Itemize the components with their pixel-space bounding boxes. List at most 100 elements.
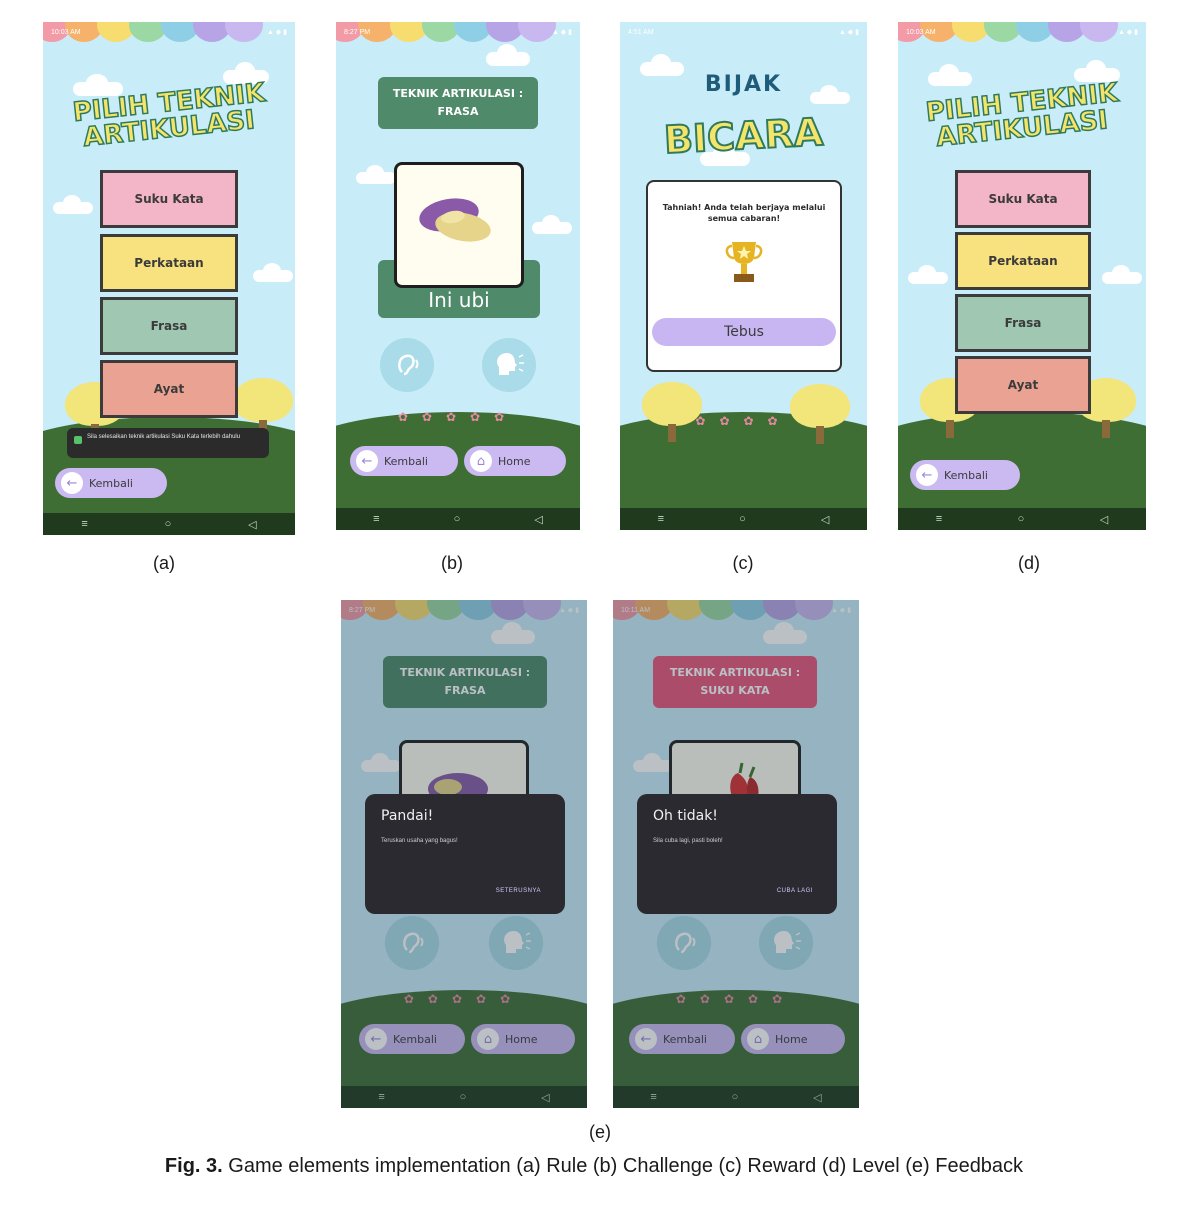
- arrow-left-icon: ←: [61, 472, 83, 494]
- home-nav-icon[interactable]: ○: [1017, 513, 1025, 525]
- system-nav-bar: ≡ ○ ◁: [336, 508, 580, 530]
- status-time: 10:03 AM: [51, 28, 81, 36]
- status-icons: ▲ ◆ ▮: [558, 607, 579, 614]
- recents-icon[interactable]: ≡: [378, 1091, 385, 1103]
- cloud: [253, 263, 293, 282]
- back-label: Kembali: [384, 454, 428, 468]
- recents-icon[interactable]: ≡: [81, 518, 88, 530]
- back-button[interactable]: ← Kembali: [910, 460, 1020, 490]
- retry-button[interactable]: CUBA LAGI: [776, 888, 813, 894]
- listen-button[interactable]: [657, 916, 711, 970]
- cloud: [53, 195, 93, 214]
- status-time: 8:27 PM: [344, 28, 371, 36]
- word-caption: Ini ubi: [428, 288, 490, 312]
- home-nav-icon[interactable]: ○: [453, 513, 461, 525]
- status-icons: ▲ ◆ ▮: [551, 29, 572, 36]
- feedback-dialog: Pandai! Teruskan usaha yang bagus! SETER…: [365, 794, 565, 914]
- house-icon: ⌂: [477, 1028, 499, 1050]
- label-b: (b): [441, 553, 463, 573]
- back-nav-icon[interactable]: ◁: [813, 1091, 822, 1104]
- cloud: [928, 64, 972, 86]
- recents-icon[interactable]: ≡: [650, 1091, 657, 1103]
- ear-icon: [398, 354, 419, 376]
- option-suku-kata[interactable]: Suku Kata: [100, 170, 238, 228]
- status-icons: ▲ ◆ ▮: [830, 607, 851, 614]
- trophy-icon: [725, 242, 763, 283]
- grass-hill: [620, 412, 867, 512]
- reward-card: Tahniah! Anda telah berjaya melalui semu…: [646, 180, 842, 372]
- cloud: [73, 74, 123, 96]
- cloud: [1102, 265, 1142, 284]
- speaking-head-icon: [774, 931, 801, 953]
- home-button[interactable]: ⌂ Home: [471, 1024, 575, 1054]
- technique-header: TEKNIK ARTIKULASI : SUKU KATA: [653, 656, 817, 708]
- ear-icon: [675, 932, 696, 954]
- flowers-decoration: ✿✿✿✿✿: [397, 410, 519, 424]
- level-ayat[interactable]: Ayat: [955, 356, 1091, 414]
- status-bar: 10:11 AM▲ ◆ ▮: [613, 600, 859, 620]
- home-nav-icon[interactable]: ○: [164, 518, 172, 530]
- status-icons: ▲ ◆ ▮: [838, 29, 859, 36]
- next-button[interactable]: SETERUSNYA: [495, 888, 541, 894]
- listen-button[interactable]: [380, 338, 434, 392]
- back-label: Kembali: [663, 1032, 707, 1046]
- page-title: PILIH TEKNIK ARTIKULASI: [43, 77, 295, 153]
- cloud: [356, 165, 396, 184]
- cloud: [1074, 60, 1120, 82]
- home-nav-icon[interactable]: ○: [739, 513, 746, 525]
- level-frasa[interactable]: Frasa: [955, 294, 1091, 352]
- page-title: PILIH TEKNIK ARTIKULASI: [898, 77, 1146, 153]
- sweet-potato-image: [419, 198, 491, 242]
- redeem-button[interactable]: Tebus: [652, 318, 836, 346]
- home-label: Home: [775, 1032, 808, 1046]
- ear-icon: [403, 932, 424, 954]
- back-nav-icon[interactable]: ◁: [820, 513, 830, 526]
- back-button[interactable]: ← Kembali: [629, 1024, 735, 1054]
- option-frasa[interactable]: Frasa: [100, 297, 238, 355]
- label-c: (c): [732, 553, 754, 573]
- rainbow-decoration: [898, 22, 1118, 42]
- technique-header: TEKNIK ARTIKULASI : FRASA: [383, 656, 547, 708]
- recents-icon[interactable]: ≡: [373, 513, 380, 525]
- recents-icon[interactable]: ≡: [657, 513, 664, 525]
- option-ayat[interactable]: Ayat: [100, 360, 238, 418]
- option-perkataan[interactable]: Perkataan: [100, 234, 238, 292]
- level-perkataan[interactable]: Perkataan: [955, 232, 1091, 290]
- home-nav-icon[interactable]: ○: [459, 1091, 467, 1103]
- label-a: (a): [153, 553, 175, 573]
- back-nav-icon[interactable]: ◁: [1099, 513, 1109, 526]
- logo-line-1: BIJAK: [704, 72, 783, 97]
- level-suku-kata[interactable]: Suku Kata: [955, 170, 1091, 228]
- back-button[interactable]: ← Kembali: [359, 1024, 465, 1054]
- speak-button[interactable]: [482, 338, 536, 392]
- listen-button[interactable]: [385, 916, 439, 970]
- back-nav-icon[interactable]: ◁: [248, 518, 257, 531]
- back-label: Kembali: [944, 468, 988, 482]
- dialog-message: Sila cuba lagi, pasti boleh!: [653, 838, 723, 844]
- cloud: [223, 62, 269, 84]
- back-nav-icon[interactable]: ◁: [534, 513, 543, 526]
- rainbow-decoration: [341, 600, 561, 620]
- status-icons: ▲ ◆ ▮: [1117, 29, 1138, 36]
- back-nav-icon[interactable]: ◁: [541, 1091, 550, 1104]
- home-label: Home: [498, 454, 531, 468]
- toast-message: Sila selesaikan teknik artikulasi Suku K…: [67, 428, 269, 458]
- speak-button[interactable]: [759, 916, 813, 970]
- screen-d-level: 10:03 AM▲ ◆ ▮ PILIH TEKNIK ARTIKULASI Su…: [898, 22, 1146, 530]
- home-button[interactable]: ⌂ Home: [741, 1024, 845, 1054]
- cloud: [763, 622, 807, 644]
- back-button[interactable]: ← Kembali: [350, 446, 458, 476]
- app-icon: [74, 436, 82, 444]
- status-bar: 8:27 PM▲ ◆ ▮: [341, 600, 587, 620]
- recents-icon[interactable]: ≡: [935, 513, 943, 525]
- toast-text: Sila selesaikan teknik artikulasi Suku K…: [87, 434, 241, 440]
- rainbow-decoration: [336, 22, 556, 42]
- status-bar: 10:03 AM▲ ◆ ▮: [898, 22, 1146, 42]
- status-bar: 8:27 PM ▲ ◆ ▮: [336, 22, 580, 42]
- house-icon: ⌂: [747, 1028, 769, 1050]
- home-nav-icon[interactable]: ○: [731, 1091, 739, 1103]
- home-button[interactable]: ⌂ Home: [464, 446, 566, 476]
- speak-button[interactable]: [489, 916, 543, 970]
- status-bar: 4:51 AM▲ ◆ ▮: [620, 22, 867, 42]
- back-button[interactable]: ← Kembali: [55, 468, 167, 498]
